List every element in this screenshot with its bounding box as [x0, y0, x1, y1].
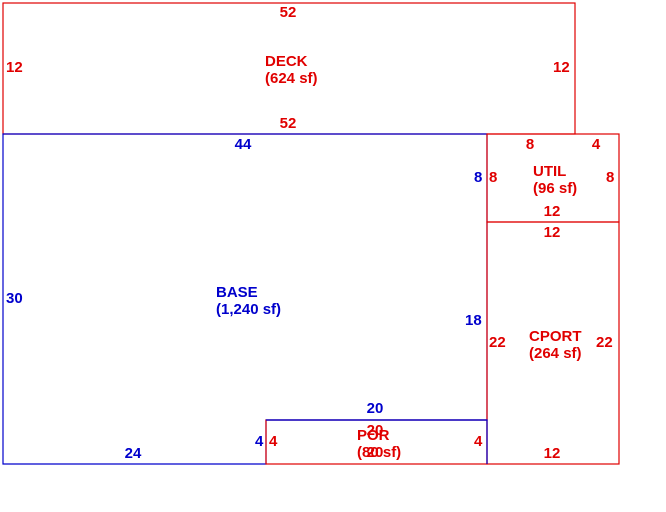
cport-top-dimension: 12 [544, 224, 561, 241]
base-top-dimension: 44 [235, 136, 252, 153]
por-left-dimension: 4 [269, 433, 278, 450]
por-right-dimension: 4 [474, 433, 483, 450]
cport-left-dimension: 22 [489, 334, 506, 351]
base-shared-edge [266, 419, 488, 464]
deck-top-dimension: 52 [280, 4, 297, 21]
por-bottom-dimension: 20 [367, 444, 384, 461]
base-area: (1,240 sf) [216, 301, 281, 318]
base-right-lower-dimension: 18 [465, 312, 482, 329]
cport-area: (264 sf) [529, 345, 582, 362]
base-notch-top-dimension: 20 [367, 400, 384, 417]
base-bottom-dimension: 24 [125, 445, 142, 462]
deck-area: (624 sf) [265, 70, 318, 87]
deck-bottom-dimension: 52 [280, 115, 297, 132]
deck-left-dimension: 12 [6, 59, 23, 76]
base-notch-side-dimension: 4 [255, 433, 264, 450]
util-area: (96 sf) [533, 180, 577, 197]
util-left-dimension: 8 [489, 169, 497, 186]
cport-outline [486, 221, 620, 465]
base-right-upper-dimension: 8 [474, 169, 482, 186]
cport-name: CPORT [529, 328, 582, 345]
base-left-dimension: 30 [6, 290, 23, 307]
util-right-dimension: 8 [606, 169, 614, 186]
util-bottom-dimension: 12 [544, 203, 561, 220]
util-top-dimension-a: 8 [526, 136, 534, 153]
por-area: (80 sf) [357, 444, 401, 461]
deck-name: DECK [265, 53, 308, 70]
base-name: BASE [216, 284, 258, 301]
util-name: UTIL [533, 163, 566, 180]
por-name: POR [357, 427, 390, 444]
por-top-dimension: 20 [367, 422, 384, 439]
cport-bottom-dimension: 12 [544, 445, 561, 462]
cport-right-dimension: 22 [596, 334, 613, 351]
deck-right-dimension: 12 [553, 59, 570, 76]
util-top-dimension-b: 4 [592, 136, 601, 153]
